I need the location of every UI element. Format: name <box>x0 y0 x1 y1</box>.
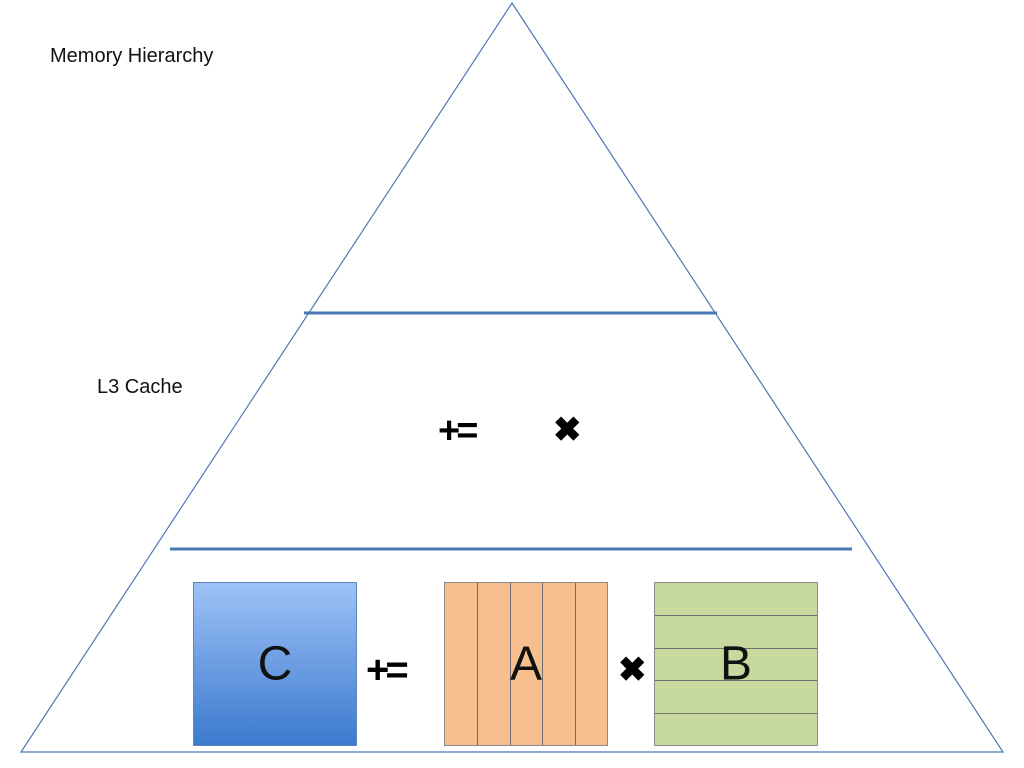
matrix-a-column-divider <box>542 583 544 745</box>
matrix-b-row-divider <box>655 680 817 682</box>
l3-cache-label: L3 Cache <box>97 376 183 398</box>
matrix-b-label: B <box>719 637 752 691</box>
matrix-a-label: A <box>509 637 542 691</box>
matrix-a-column-divider <box>509 583 511 745</box>
plus-equals-operator-top: += <box>438 410 478 452</box>
matrix-b-row-divider <box>655 712 817 714</box>
matrix-c: C <box>193 582 357 746</box>
matrix-b-row-divider <box>655 615 817 617</box>
matrix-b-row-divider <box>655 647 817 649</box>
matrix-a-column-divider <box>574 583 576 745</box>
matrix-a: A <box>444 582 608 746</box>
times-operator-top: ✖ <box>553 411 582 449</box>
pyramid-outline <box>19 1 1005 753</box>
matrix-b: B <box>654 582 818 746</box>
times-operator-bottom: ✖ <box>618 651 647 689</box>
matrix-c-label: C <box>257 637 293 691</box>
plus-equals-operator-bottom: += <box>366 648 409 692</box>
matrix-a-column-divider <box>477 583 479 745</box>
diagram-title: Memory Hierarchy <box>50 45 214 67</box>
